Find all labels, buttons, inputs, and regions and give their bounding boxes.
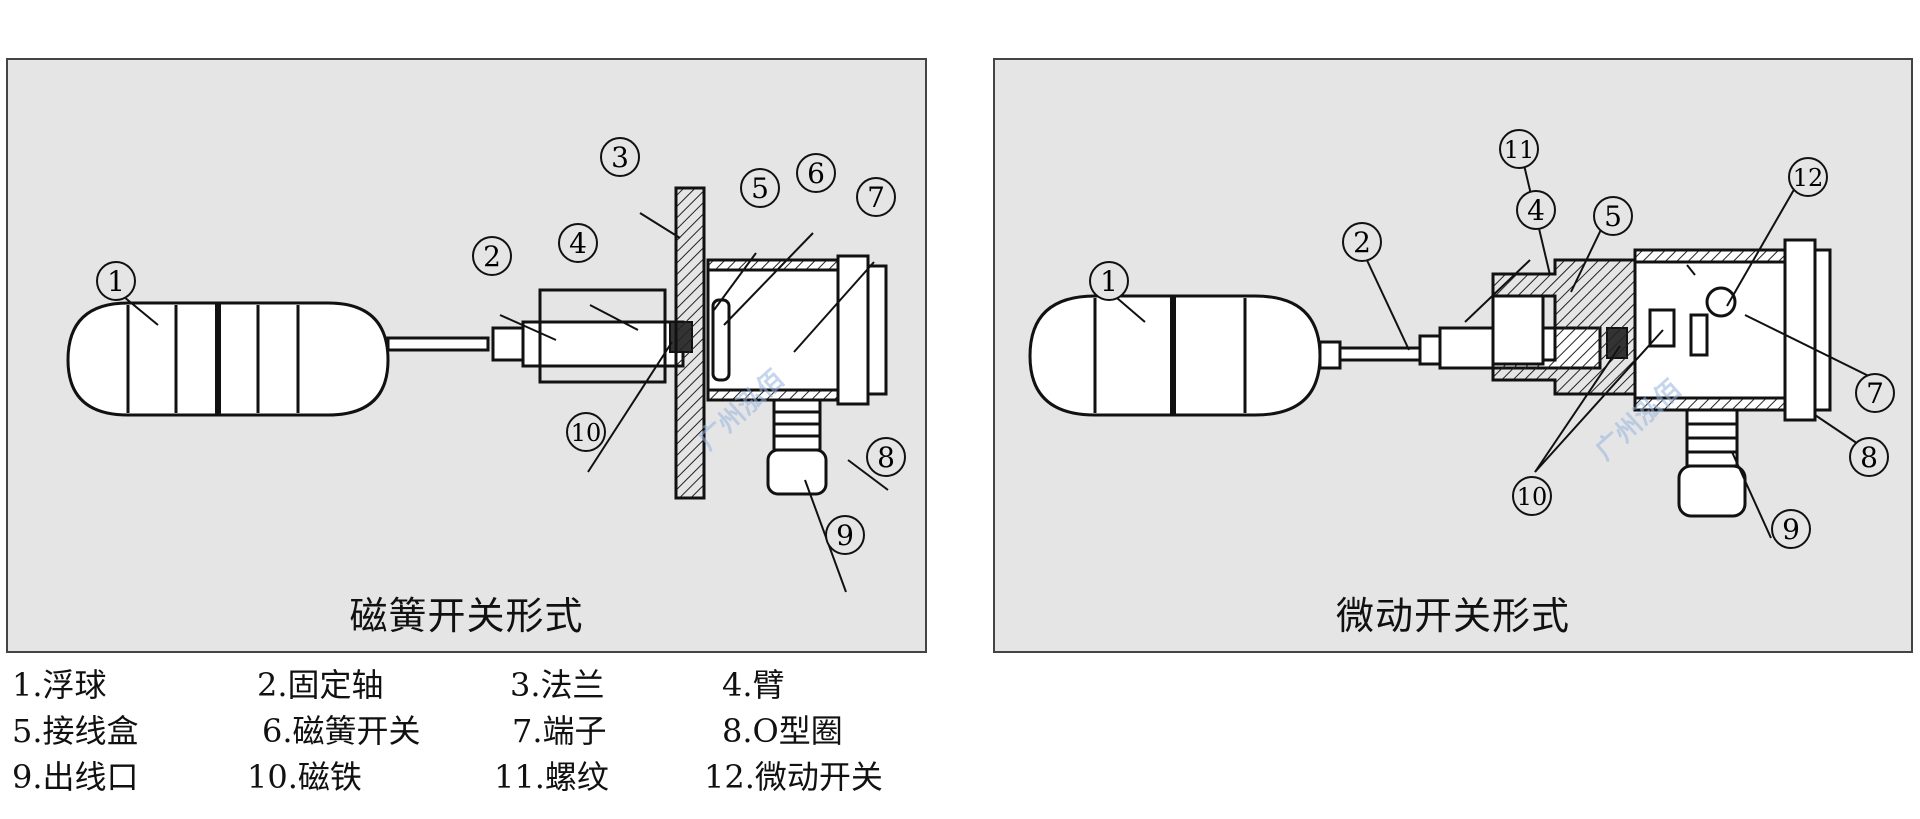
micro-switch	[1648, 286, 1737, 357]
svg-text:1: 1	[107, 265, 125, 298]
svg-text:7: 7	[867, 181, 885, 214]
callout-group: 1 2 4 5 7 8 9 10 11 12	[1089, 129, 1895, 549]
legend-item: 12.微动开关	[704, 758, 883, 796]
parts-legend: 1.浮球 2.固定轴 3.法兰 4.臂 5.接线盒 6.磁簧开关 7.端子 8.…	[12, 660, 912, 798]
svg-text:8: 8	[877, 441, 895, 474]
callout-7: 7	[1855, 373, 1895, 413]
svg-text:3: 3	[611, 141, 629, 174]
micro-switch-diagram: 1 2 4 5 7 8 9 10 11 12	[1028, 129, 1895, 549]
callout-10: 10	[566, 412, 606, 452]
svg-text:4: 4	[569, 227, 587, 260]
svg-text:2: 2	[1353, 226, 1371, 259]
callout-2: 2	[472, 236, 512, 276]
callout-8: 8	[866, 437, 906, 477]
legend-row: 5.接线盒 6.磁簧开关 7.端子 8.O型圈	[12, 706, 912, 752]
callout-12: 12	[1788, 157, 1828, 197]
float-ball	[1028, 294, 1322, 417]
svg-text:5: 5	[751, 172, 769, 205]
svg-text:1: 1	[1100, 265, 1118, 298]
svg-text:10: 10	[1517, 483, 1548, 511]
callout-10: 10	[1512, 476, 1552, 516]
callout-1: 1	[1089, 261, 1129, 301]
svg-text:6: 6	[807, 157, 825, 190]
legend-item: 9.出线口	[12, 758, 139, 796]
legend-item: 2.固定轴	[257, 666, 384, 704]
arm-rod	[386, 288, 685, 384]
svg-text:9: 9	[1782, 513, 1800, 546]
cable-outlet	[766, 398, 828, 496]
svg-text:8: 8	[1860, 441, 1878, 474]
legend-item: 6.磁簧开关	[262, 712, 421, 750]
svg-text:12: 12	[1793, 164, 1824, 192]
svg-text:4: 4	[1527, 194, 1545, 227]
diagram-panel-reed-switch: 1 2 3 4 5 6 7 8 9 10 广州泓佰 磁簧开关形式	[6, 58, 927, 653]
float-ball	[66, 301, 390, 417]
legend-item: 7.端子	[512, 712, 607, 750]
svg-text:7: 7	[1866, 377, 1884, 410]
callout-6: 6	[796, 153, 836, 193]
legend-row: 1.浮球 2.固定轴 3.法兰 4.臂	[12, 660, 912, 706]
diagram-panel-micro-switch: 1 2 4 5 7 8 9 10 11 12 广州泓佰 微动开关形式	[993, 58, 1913, 653]
legend-item: 1.浮球	[12, 666, 107, 704]
panel-caption: 微动开关形式	[1335, 594, 1570, 638]
svg-text:9: 9	[836, 519, 854, 552]
callout-9: 9	[1771, 509, 1811, 549]
svg-text:2: 2	[483, 240, 501, 273]
callout-9: 9	[825, 515, 865, 555]
callout-4: 4	[558, 223, 598, 263]
callout-5: 5	[740, 168, 780, 208]
flange	[674, 186, 706, 500]
callout-2: 2	[1342, 222, 1382, 262]
legend-row: 9.出线口 10.磁铁 11.螺纹 12.微动开关	[12, 752, 912, 798]
reed-switch-diagram: 1 2 3 4 5 6 7 8 9 10	[66, 137, 906, 593]
callout-3: 3	[600, 137, 640, 177]
svg-text:11: 11	[1504, 136, 1535, 164]
callout-11: 11	[1499, 129, 1539, 169]
svg-text:5: 5	[1604, 200, 1622, 233]
callout-7: 7	[856, 177, 896, 217]
legend-item: 4.臂	[722, 666, 785, 704]
thread-body	[1491, 258, 1637, 396]
callout-1: 1	[96, 261, 136, 301]
cable-outlet	[1677, 408, 1747, 518]
callout-8: 8	[1849, 437, 1889, 477]
legend-item: 3.法兰	[510, 666, 605, 704]
legend-item: 11.螺纹	[494, 758, 609, 796]
panel-caption: 磁簧开关形式	[349, 594, 584, 638]
legend-item: 8.O型圈	[722, 712, 843, 750]
svg-text:10: 10	[571, 419, 602, 447]
callout-5: 5	[1593, 196, 1633, 236]
callout-group: 1 2 3 4 5 6 7 8 9 10	[96, 137, 906, 555]
legend-item: 5.接线盒	[12, 712, 139, 750]
callout-4: 4	[1516, 190, 1556, 230]
legend-item: 10.磁铁	[247, 758, 362, 796]
reed-switch	[711, 298, 731, 382]
